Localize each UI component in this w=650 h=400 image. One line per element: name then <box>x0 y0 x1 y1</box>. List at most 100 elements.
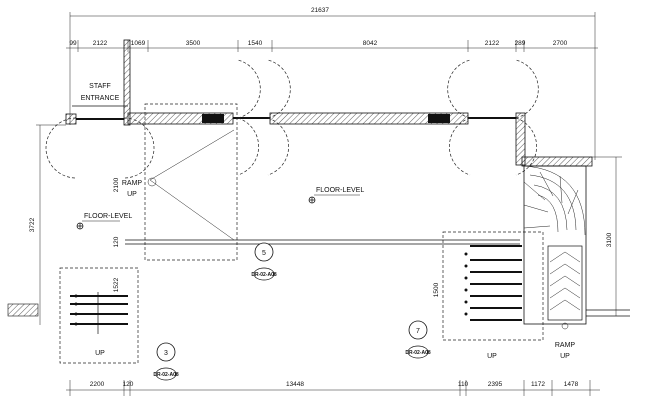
dim-text: 2200 <box>90 381 105 388</box>
door-arc <box>45 117 77 179</box>
dim-text: 289 <box>515 40 526 47</box>
ramp-marker <box>147 177 157 187</box>
ramp-marker <box>561 322 569 330</box>
ramp-chevron <box>549 275 581 287</box>
dim-text: 1478 <box>564 381 579 388</box>
stair-tread <box>539 171 554 197</box>
staff-entrance-label: ENTRANCE <box>81 95 120 102</box>
ramp-up-label: RAMP <box>122 180 143 187</box>
stair-tread <box>567 189 579 215</box>
bolt-icon <box>464 264 468 268</box>
door-swings <box>45 59 539 179</box>
section-tag: DR-02-A08 <box>153 372 179 378</box>
stair-tread <box>523 181 546 201</box>
stair-tread <box>559 175 563 204</box>
dim-text: 1540 <box>248 40 263 47</box>
section-circle <box>254 242 274 262</box>
bolt-icon <box>74 312 78 316</box>
door-arc <box>515 59 539 119</box>
section-marker-7: 7 DR-02-A08 <box>405 320 431 359</box>
dim-text: 2122 <box>485 40 500 47</box>
door-arc <box>447 59 471 119</box>
ramp-chevron <box>549 299 581 311</box>
floor-level-marker-main: FLOOR-LEVEL <box>308 187 364 204</box>
dim-text: 2100 <box>113 177 120 192</box>
wall-segment <box>521 156 593 167</box>
dim-text: 3100 <box>606 232 613 247</box>
ramp-outline <box>144 103 238 261</box>
section-number: 5 <box>262 250 266 257</box>
door-arc <box>237 117 259 176</box>
dim-text: 99 <box>69 40 77 47</box>
dim-text: 1172 <box>531 381 545 388</box>
dim-text: 2395 <box>488 381 503 388</box>
bolt-icon <box>74 302 78 306</box>
section-number: 7 <box>416 328 420 335</box>
section-tag-frame <box>253 267 275 281</box>
section-tag-frame <box>407 345 429 359</box>
dim-text: 13448 <box>286 381 304 388</box>
steps-right: 1500 UP <box>433 231 544 360</box>
bolt-icon <box>464 312 468 316</box>
floor-level-label: FLOOR-LEVEL <box>84 213 132 220</box>
dim-text: 120 <box>123 381 134 388</box>
left-vertical-dimension: 3722 <box>29 124 66 325</box>
dim-text: 3722 <box>29 217 36 232</box>
ramp-up-label: RAMP <box>555 342 576 349</box>
stair-tread <box>523 204 549 213</box>
door-arc <box>123 117 155 179</box>
window-block <box>202 114 224 123</box>
bolt-icon <box>74 322 78 326</box>
steps-outline <box>442 231 544 341</box>
ramp-slope-line <box>149 179 235 241</box>
bolt-icon <box>74 294 78 298</box>
ramp-chevron <box>549 251 581 263</box>
section-tag: DR-02-A08 <box>405 350 431 356</box>
door-arc <box>237 59 261 119</box>
right-vertical-dimension: 3100 <box>590 156 622 316</box>
section-tag: DR-02-A08 <box>251 272 277 278</box>
dim-text: 1500 <box>433 282 440 297</box>
ramp-up-label: UP <box>127 191 137 198</box>
up-label: UP <box>95 350 105 357</box>
door-arc <box>515 117 537 176</box>
ramp-slope-line <box>149 129 235 181</box>
overall-dimension-text: 21637 <box>311 7 329 14</box>
bolt-icon <box>464 288 468 292</box>
dim-text: 2122 <box>93 40 108 47</box>
dim-text: 2700 <box>553 40 568 47</box>
wall-column <box>123 39 131 126</box>
steps-left: 1522 UP <box>7 267 139 364</box>
ramp-chevron <box>549 287 581 299</box>
bottom-dimension-chain: 2200 120 13448 110 2395 1172 1478 <box>66 380 600 396</box>
bolt-icon <box>464 252 468 256</box>
ramp-up-label: UP <box>560 353 570 360</box>
spiral-stair: RAMP UP <box>523 165 630 360</box>
dim-text: 1522 <box>113 277 120 292</box>
ramp-area-left: RAMP UP 2100 <box>113 103 238 261</box>
ramp-landing <box>547 245 583 321</box>
stair-curve <box>529 174 577 231</box>
level-crosshair-icon <box>309 197 315 203</box>
section-number: 3 <box>164 350 168 357</box>
bolt-icon <box>464 276 468 280</box>
door-arc <box>267 117 289 176</box>
stair-enclosure <box>523 165 587 325</box>
stair-curve <box>533 184 568 231</box>
level-crosshair-icon <box>77 223 83 229</box>
section-tag-frame <box>155 367 177 381</box>
section-marker-5: 5 DR-02-A08 <box>251 242 277 281</box>
dim-text: 120 <box>113 236 120 247</box>
wall-segment <box>515 112 526 166</box>
steps-outline <box>59 267 139 364</box>
bolt-icon <box>464 300 468 304</box>
corridor: 120 <box>113 236 520 247</box>
floor-level-marker-left: FLOOR-LEVEL <box>76 213 132 230</box>
door-arc <box>449 117 471 176</box>
section-circle <box>156 342 176 362</box>
ramp-chevron <box>549 263 581 275</box>
door-arc <box>267 59 291 119</box>
section-circle <box>408 320 428 340</box>
